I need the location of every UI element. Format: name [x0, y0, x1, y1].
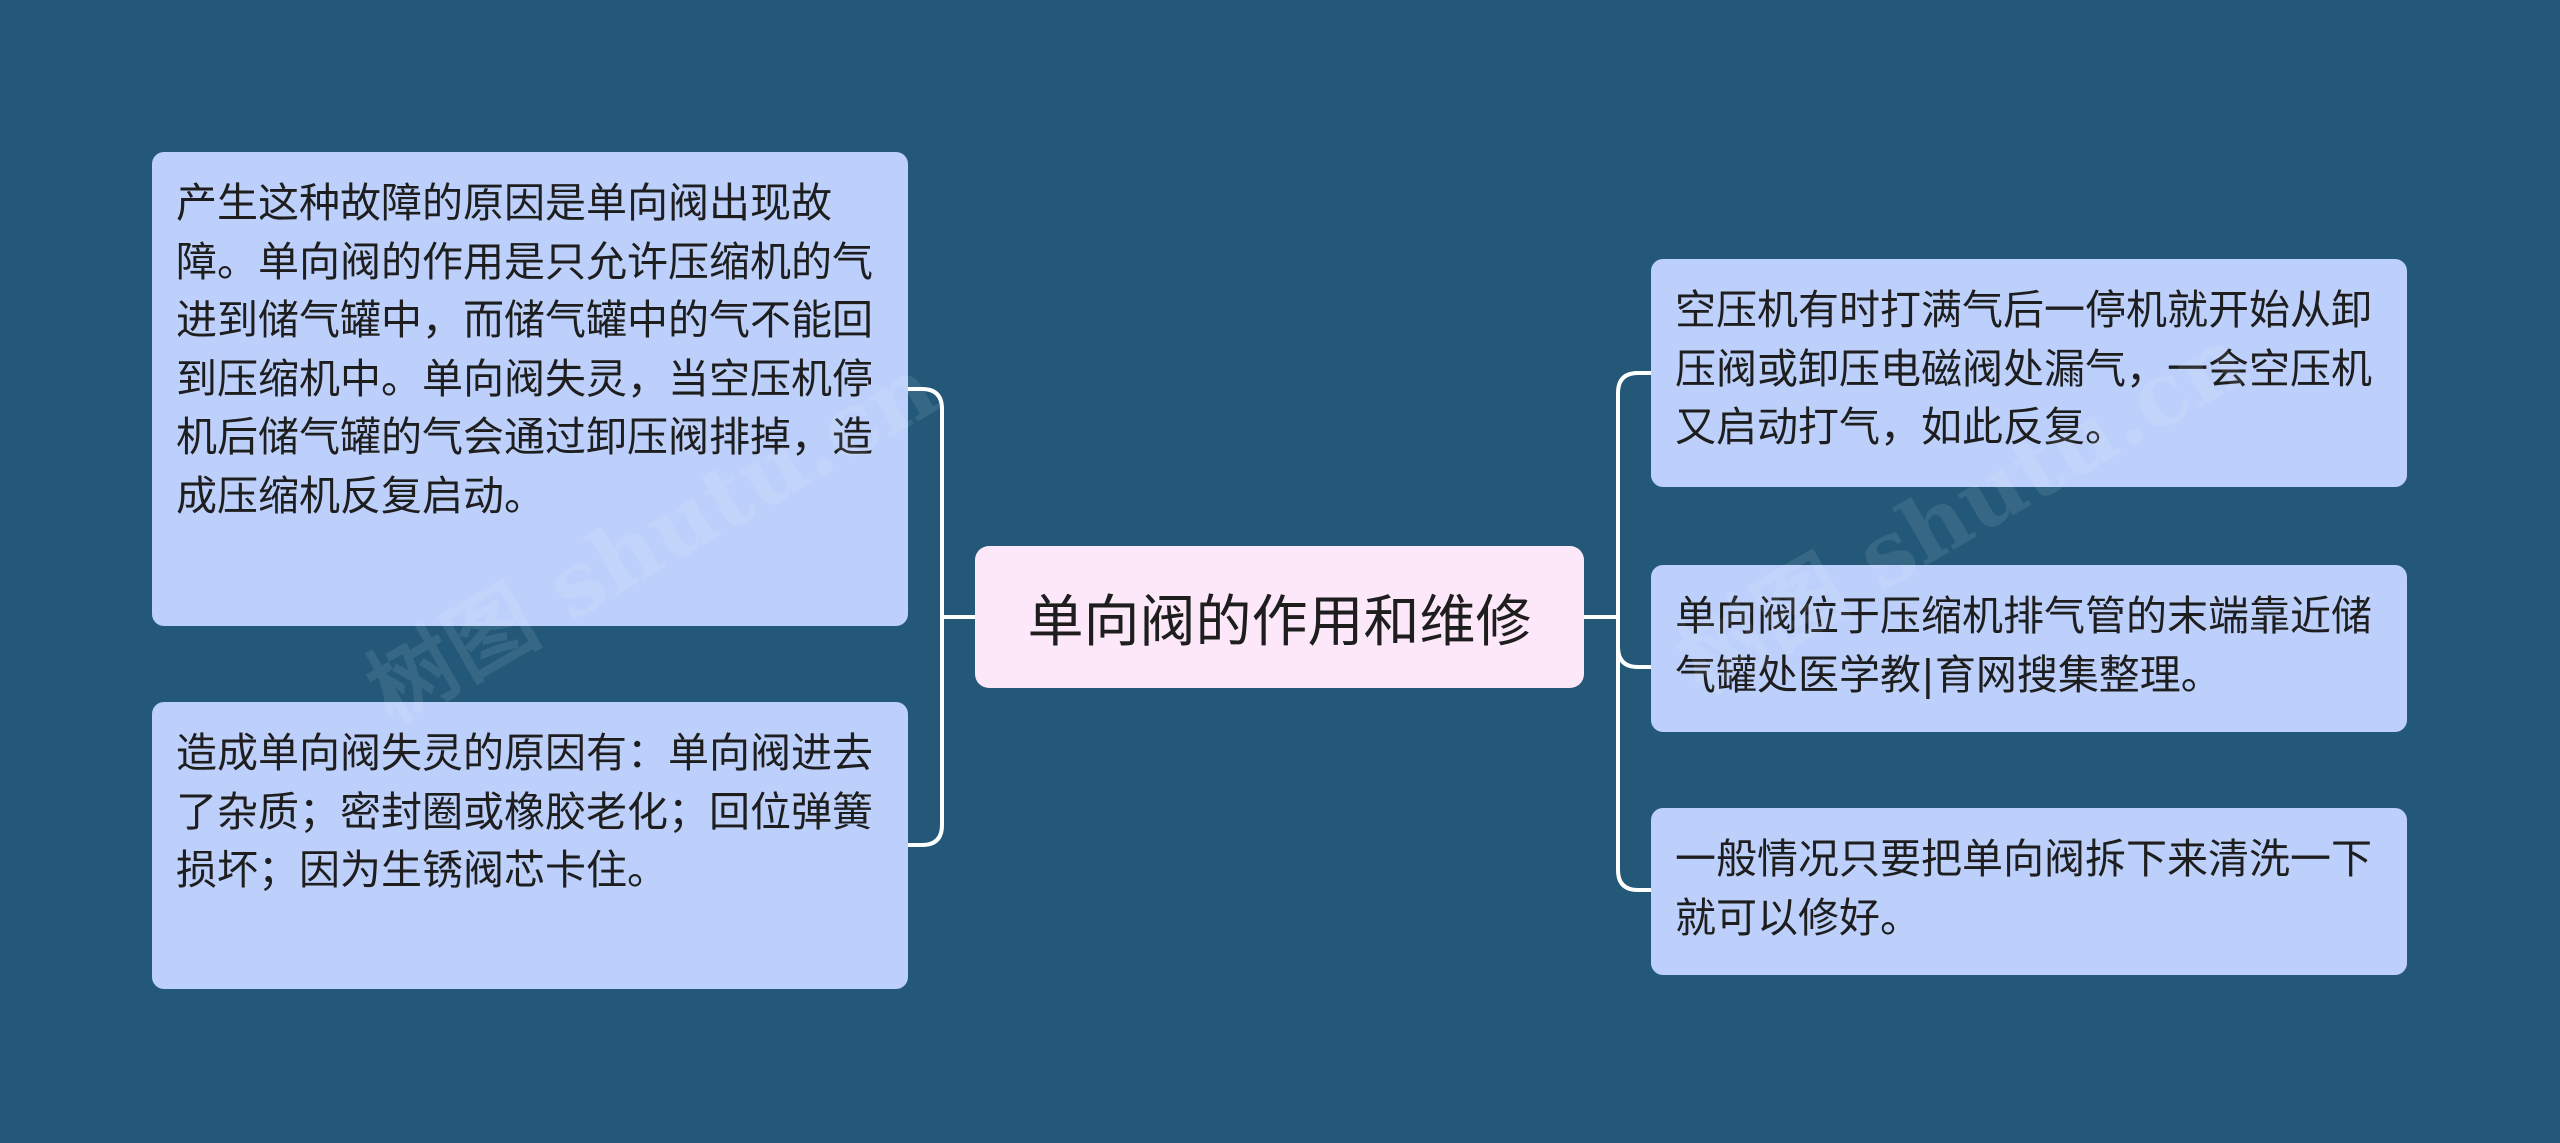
- connector-left-branch-2: [906, 615, 944, 847]
- right-node-3-text: 一般情况只要把单向阀拆下来清洗一下就可以修好。: [1675, 835, 2372, 942]
- connector-right-branch-3: [1616, 615, 1653, 892]
- left-node-2-text: 造成单向阀失灵的原因有：单向阀进去了杂质；密封圈或橡胶老化；回位弹簧损坏；因为生…: [176, 729, 873, 894]
- central-topic-label: 单向阀的作用和维修: [1027, 589, 1532, 655]
- connector-right-branch-1: [1616, 371, 1653, 619]
- left-node-1[interactable]: 产生这种故障的原因是单向阀出现故障。单向阀的作用是只允许压缩机的气进到储气罐中，…: [152, 152, 908, 626]
- connector-right-branch-2: [1616, 615, 1653, 669]
- connector-left-branch-1: [906, 387, 944, 619]
- right-node-3[interactable]: 一般情况只要把单向阀拆下来清洗一下就可以修好。: [1651, 808, 2407, 975]
- central-topic[interactable]: 单向阀的作用和维修: [975, 546, 1584, 688]
- right-node-2-text: 单向阀位于压缩机排气管的末端靠近储气罐处医学教|育网搜集整理。: [1675, 592, 2372, 699]
- right-node-1-text: 空压机有时打满气后一停机就开始从卸压阀或卸压电磁阀处漏气，一会空压机又启动打气，…: [1675, 286, 2372, 451]
- right-node-2[interactable]: 单向阀位于压缩机排气管的末端靠近储气罐处医学教|育网搜集整理。: [1651, 565, 2407, 732]
- right-node-1[interactable]: 空压机有时打满气后一停机就开始从卸压阀或卸压电磁阀处漏气，一会空压机又启动打气，…: [1651, 259, 2407, 487]
- left-node-1-text: 产生这种故障的原因是单向阀出现故障。单向阀的作用是只允许压缩机的气进到储气罐中，…: [176, 179, 873, 520]
- left-node-2[interactable]: 造成单向阀失灵的原因有：单向阀进去了杂质；密封圈或橡胶老化；回位弹簧损坏；因为生…: [152, 702, 908, 989]
